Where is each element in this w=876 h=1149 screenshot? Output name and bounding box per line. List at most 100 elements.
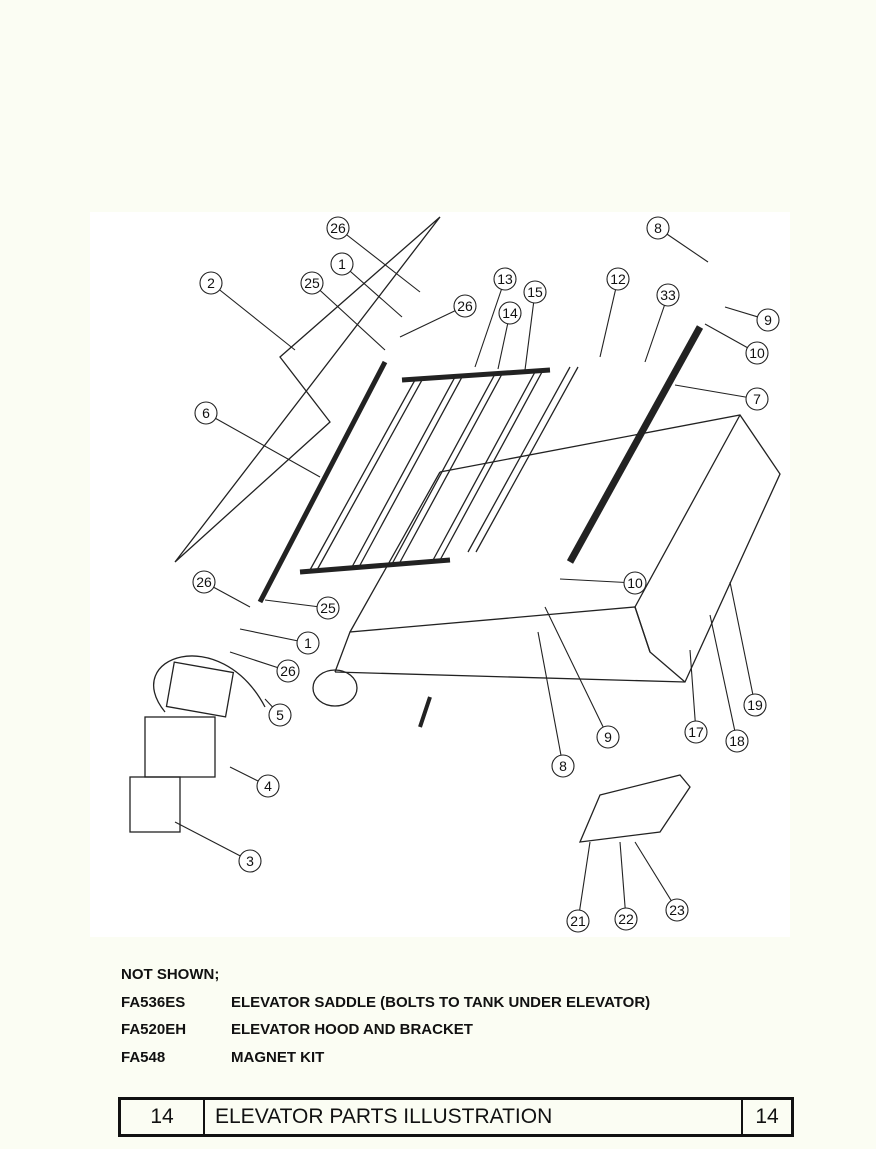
callout-circle [300, 271, 324, 295]
callout-2: 2 [199, 271, 296, 351]
callout-number: 19 [747, 697, 763, 713]
callout-5: 5 [264, 698, 292, 727]
callout-26: 26 [192, 570, 251, 608]
callout-22: 22 [614, 841, 638, 931]
footer-title: ELEVATOR PARTS ILLUSTRATION [215, 1105, 553, 1128]
callout-number: 1 [338, 256, 346, 272]
callout-3: 3 [174, 821, 262, 873]
part-description: ELEVATOR SADDLE (BOLTS TO TANK UNDER ELE… [231, 994, 651, 1011]
callout-8: 8 [537, 631, 575, 778]
callout-23: 23 [634, 841, 689, 922]
callout-circle [745, 387, 769, 411]
leader-line [729, 581, 756, 706]
leader-line [577, 841, 591, 922]
callout-circle [453, 294, 477, 318]
callout-circle [725, 729, 749, 753]
callout-circle [596, 725, 620, 749]
callout-circle [276, 659, 300, 683]
hood-panel-drawing [174, 216, 441, 563]
callout-circle [330, 252, 354, 276]
callout-circle [656, 283, 680, 307]
callout-18: 18 [709, 614, 749, 753]
callout-circle [623, 571, 647, 595]
callout-number: 26 [457, 298, 473, 314]
callout-circle [326, 216, 350, 240]
callout-circle [684, 720, 708, 744]
callout-14: 14 [497, 301, 522, 370]
callout-1: 1 [239, 628, 320, 655]
callout-4: 4 [229, 766, 280, 798]
callout-number: 26 [280, 663, 296, 679]
leader-line [544, 606, 609, 738]
callout-circle [606, 267, 630, 291]
callout-number: 21 [570, 913, 586, 929]
callout-number: 10 [627, 575, 643, 591]
callout-number: 25 [304, 275, 320, 291]
leader-line [634, 841, 678, 911]
callout-number: 5 [276, 707, 284, 723]
page-footer: 14 ELEVATOR PARTS ILLUSTRATION 14 [118, 1097, 794, 1137]
callout-circle [743, 693, 767, 717]
callout-number: 1 [304, 635, 312, 651]
callout-circle [268, 703, 292, 727]
gearbox-motor-drawing [129, 655, 266, 833]
callout-circle [238, 849, 262, 873]
callout-number: 4 [264, 778, 272, 794]
leader-line [174, 821, 251, 862]
callout-circle [194, 401, 218, 425]
callout-25: 25 [300, 271, 386, 351]
callout-circle [665, 898, 689, 922]
callout-number: 17 [688, 724, 704, 740]
idler-shaft-drawing [566, 325, 704, 564]
callout-circle [192, 570, 216, 594]
callout-7: 7 [674, 384, 769, 411]
callout-circle [493, 267, 517, 291]
leader-line [559, 578, 636, 584]
callout-6: 6 [194, 401, 321, 478]
callout-33: 33 [644, 283, 680, 363]
leader-line [337, 227, 421, 293]
callout-17: 17 [684, 649, 708, 744]
leader-line [205, 412, 321, 478]
callout-circle [756, 308, 780, 332]
callout-circle [523, 280, 547, 304]
callout-number: 23 [669, 902, 685, 918]
leader-line [689, 649, 697, 733]
callout-9: 9 [544, 606, 620, 749]
callout-number: 9 [764, 312, 772, 328]
callout-circle [256, 774, 280, 798]
callout-12: 12 [599, 267, 630, 358]
leader-line [210, 282, 296, 351]
callout-number: 26 [330, 220, 346, 236]
callout-number: 33 [660, 287, 676, 303]
callout-circle [566, 909, 590, 933]
callout-number: 14 [502, 305, 518, 321]
callout-21: 21 [566, 841, 591, 933]
callout-25: 25 [264, 596, 340, 620]
callout-number: 25 [320, 600, 336, 616]
callout-26: 26 [399, 294, 477, 338]
leader-line [644, 294, 669, 363]
callout-circle [199, 271, 223, 295]
callout-number: 18 [729, 733, 745, 749]
callout-circle [646, 216, 670, 240]
callout-number: 26 [196, 574, 212, 590]
callout-circle [745, 341, 769, 365]
callout-circle [316, 596, 340, 620]
leader-line [399, 305, 466, 338]
leader-line [311, 282, 386, 351]
callout-26: 26 [229, 651, 300, 683]
part-code: FA548 [121, 1049, 166, 1066]
callout-9: 9 [724, 306, 780, 332]
callout-number: 12 [610, 271, 626, 287]
callout-circle [296, 631, 320, 655]
callout-15: 15 [523, 280, 547, 371]
leader-line [619, 841, 627, 920]
page-number-right: 14 [741, 1100, 791, 1134]
notes-heading: NOT SHOWN; [121, 966, 220, 983]
callout-number: 9 [604, 729, 612, 745]
chain-flights-drawing [299, 366, 579, 575]
elevator-housing-drawing [312, 414, 781, 728]
callout-number: 10 [749, 345, 765, 361]
leader-line [474, 278, 506, 368]
